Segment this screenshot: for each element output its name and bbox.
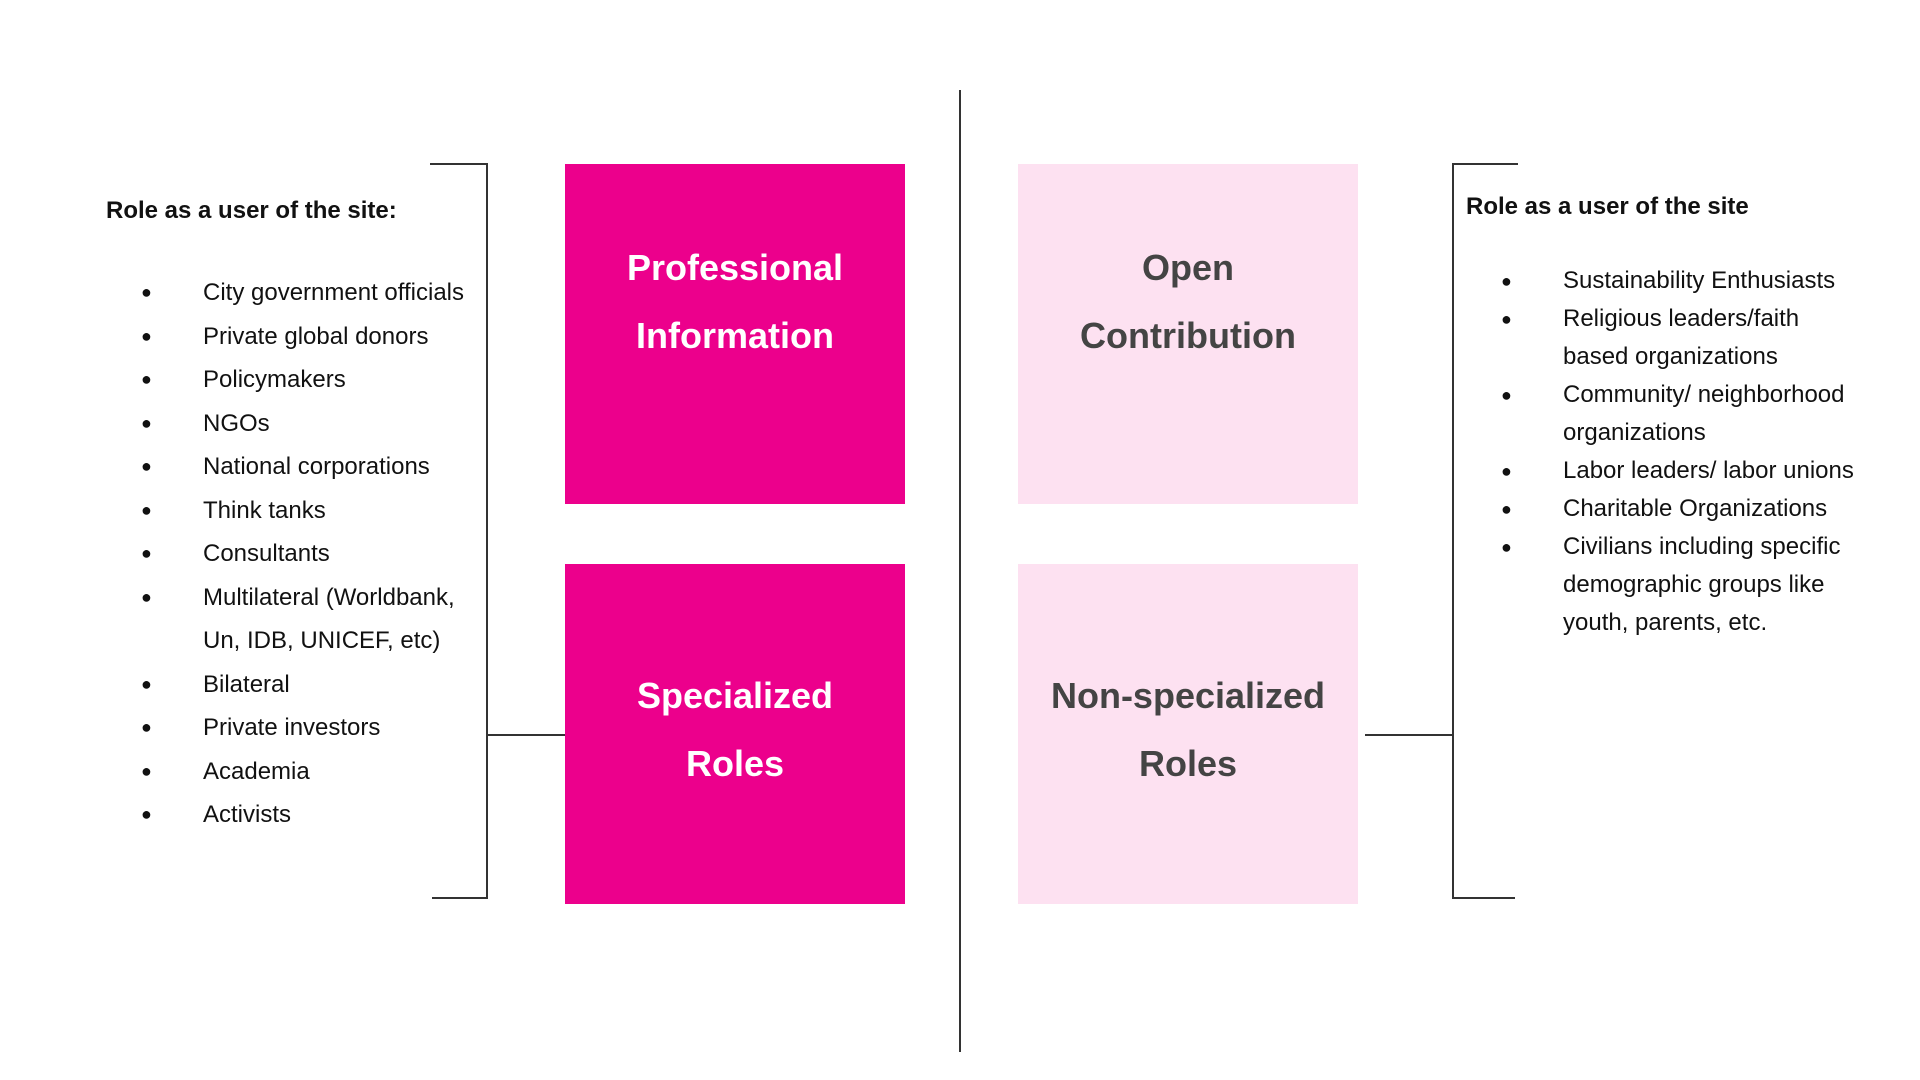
box-label-line1: Open xyxy=(1141,247,1234,288)
right-panel-heading: Role as a user of the site xyxy=(1466,193,1749,220)
list-item: Civilians including specific demographic… xyxy=(1466,528,1856,642)
list-item: Religious leaders/faith based organizati… xyxy=(1466,300,1856,376)
list-item: Labor leaders/ labor unions xyxy=(1466,452,1856,490)
box-label-line2: Information xyxy=(636,315,834,356)
box-label-line2: Roles xyxy=(685,743,785,784)
right-role-list: Sustainability Enthusiasts Religious lea… xyxy=(1466,262,1856,642)
list-item: Multilateral (Worldbank, Un, IDB, UNICEF… xyxy=(106,576,466,663)
box-label-line1: Specialized xyxy=(636,675,834,716)
list-item: Academia xyxy=(106,750,466,794)
box-label-line2: Contribution xyxy=(1080,315,1296,356)
right-bracket xyxy=(1452,163,1518,899)
specialized-roles-box: Specialized Roles xyxy=(565,564,905,904)
list-item: Activists xyxy=(106,793,466,837)
list-item: Policymakers xyxy=(106,358,466,402)
left-bracket xyxy=(430,163,488,899)
list-item: National corporations xyxy=(106,445,466,489)
left-panel-heading: Role as a user of the site: xyxy=(106,197,397,224)
non-specialized-roles-box: Non-specialized Roles xyxy=(1018,564,1358,904)
list-item: NGOs xyxy=(106,402,466,446)
box-label: Specialized Roles xyxy=(637,662,833,798)
list-item: Sustainability Enthusiasts xyxy=(1466,262,1856,300)
list-item: Bilateral xyxy=(106,663,466,707)
box-label-line2: Roles xyxy=(1138,743,1238,784)
box-label-line1: Non-specialized xyxy=(1050,675,1326,716)
list-item: Consultants xyxy=(106,532,466,576)
list-item: Private global donors xyxy=(106,315,466,359)
list-item: City government officials xyxy=(106,271,466,315)
box-label: Professional Information xyxy=(627,234,843,370)
box-label: Non-specialized Roles xyxy=(1051,662,1325,798)
professional-information-box: Professional Information xyxy=(565,164,905,504)
open-contribution-box: Open Contribution xyxy=(1018,164,1358,504)
box-label-line1: Professional xyxy=(626,247,844,288)
left-role-list: City government officials Private global… xyxy=(106,271,466,837)
list-item: Private investors xyxy=(106,706,466,750)
list-item: Charitable Organizations xyxy=(1466,490,1856,528)
list-item: Think tanks xyxy=(106,489,466,533)
list-item: Community/ neighborhood organizations xyxy=(1466,376,1856,452)
box-label: Open Contribution xyxy=(1080,234,1296,370)
